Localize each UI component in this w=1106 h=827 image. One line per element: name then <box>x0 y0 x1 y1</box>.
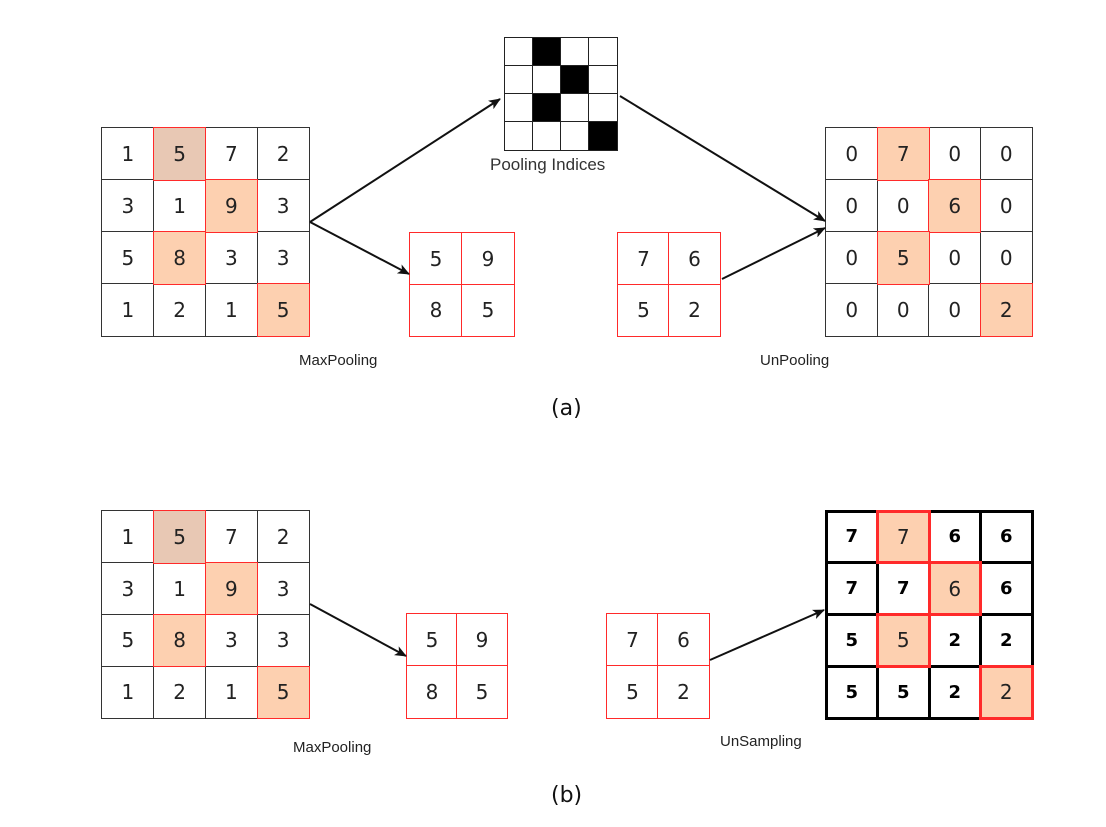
grid-cell: 0 <box>825 283 879 337</box>
b-unsampling-label: UnSampling <box>720 733 802 750</box>
arrow-small-to-unsampled <box>709 609 825 661</box>
grid-cell: 5 <box>456 665 508 719</box>
grid-cell: 5 <box>876 231 930 285</box>
grid-cell: 7 <box>204 510 258 564</box>
grid-cell: 5 <box>153 127 207 181</box>
grid-cell: 3 <box>256 613 310 667</box>
grid-cell: 2 <box>668 283 721 337</box>
index-cell <box>588 93 618 123</box>
arrow-small-to-unpooled <box>721 227 826 280</box>
grid-cell: 8 <box>409 283 463 337</box>
index-cell <box>588 37 618 67</box>
arrow-indices-to-unpooled <box>619 95 826 222</box>
index-cell <box>532 121 562 151</box>
grid-cell: 0 <box>825 179 879 233</box>
grid-cell: 1 <box>101 510 155 564</box>
grid-cell: 6 <box>657 613 710 667</box>
caption-b: (b) <box>551 783 583 808</box>
grid-cell: 5 <box>101 231 155 285</box>
grid-cell: 3 <box>101 179 155 233</box>
grid-cell: 9 <box>204 179 258 233</box>
a-unpooling-label: UnPooling <box>760 352 830 369</box>
grid-cell: 5 <box>876 613 931 668</box>
grid-cell: 3 <box>101 562 155 616</box>
grid-cell: 1 <box>101 283 155 337</box>
grid-cell: 9 <box>204 562 258 616</box>
grid-cell: 6 <box>927 561 982 616</box>
index-cell-active <box>588 121 618 151</box>
grid-cell: 7 <box>876 509 931 565</box>
grid-cell: 3 <box>256 231 310 285</box>
grid-cell: 5 <box>101 613 155 667</box>
pooling-indices-grid <box>504 37 618 151</box>
grid-cell: 2 <box>979 283 1033 337</box>
pooling-indices-label: Pooling Indices <box>490 155 606 174</box>
grid-cell: 2 <box>153 283 207 337</box>
b-maxpooling-label: MaxPooling <box>293 739 372 756</box>
grid-cell: 6 <box>928 179 982 233</box>
grid-cell: 2 <box>256 510 310 564</box>
grid-cell: 5 <box>606 665 659 719</box>
arrow-input-to-pooled-a <box>309 221 410 275</box>
grid-cell: 7 <box>617 232 670 286</box>
grid-cell: 5 <box>153 510 207 564</box>
grid-cell: 2 <box>927 664 982 720</box>
grid-cell: 7 <box>204 127 258 181</box>
grid-cell: 2 <box>979 664 1034 720</box>
grid-cell: 8 <box>153 231 207 285</box>
grid-cell: 5 <box>824 664 879 720</box>
grid-cell: 0 <box>979 179 1033 233</box>
grid-cell: 3 <box>256 562 310 616</box>
arrow-input-to-pooled-b <box>309 603 407 657</box>
grid-cell: 5 <box>256 665 310 719</box>
arrow-input-to-indices <box>309 98 501 223</box>
index-cell <box>504 37 534 67</box>
grid-cell: 8 <box>406 665 458 719</box>
a-maxpooling-label: MaxPooling <box>299 352 378 369</box>
index-cell <box>588 65 618 95</box>
grid-cell: 7 <box>876 127 930 181</box>
grid-cell: 9 <box>461 232 515 286</box>
grid-cell: 1 <box>101 127 155 181</box>
index-cell <box>560 121 590 151</box>
grid-cell: 0 <box>979 231 1033 285</box>
grid-cell: 0 <box>876 283 930 337</box>
grid-cell: 0 <box>979 127 1033 181</box>
grid-cell: 2 <box>657 665 710 719</box>
grid-cell: 8 <box>153 613 207 667</box>
grid-cell: 5 <box>617 283 670 337</box>
grid-cell: 5 <box>461 283 515 337</box>
caption-a: (a) <box>551 396 582 421</box>
grid-cell: 5 <box>256 283 310 337</box>
